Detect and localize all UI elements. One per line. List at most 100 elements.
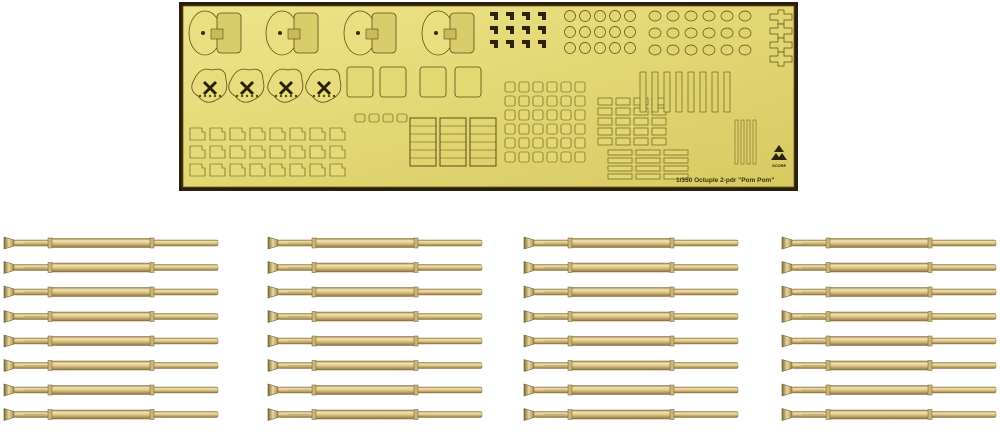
- small-part: [329, 127, 346, 141]
- strip-part: [635, 165, 661, 172]
- small-part: [560, 81, 572, 93]
- small-part: [574, 95, 586, 107]
- oval-part: [738, 10, 752, 22]
- brand-logo: SCORE: [771, 145, 787, 168]
- barrel-group: [781, 236, 997, 421]
- strip-part: [663, 149, 689, 156]
- small-part: [615, 127, 631, 136]
- small-part: [289, 127, 306, 141]
- clip-part: [538, 12, 546, 20]
- gun-barrel: [781, 236, 997, 250]
- small-part: [615, 117, 631, 126]
- gun-barrels: [3, 236, 997, 421]
- small-part: [504, 81, 516, 93]
- oval-part: [666, 27, 680, 39]
- small-part: [209, 163, 226, 177]
- small-part: [269, 127, 286, 141]
- small-part: [269, 163, 286, 177]
- panel-part: [419, 66, 447, 98]
- small-part: [309, 145, 326, 159]
- small-part: [532, 95, 544, 107]
- small-part: [518, 81, 530, 93]
- small-part: [249, 163, 266, 177]
- small-part: [504, 137, 516, 149]
- small-part: [504, 123, 516, 135]
- gun-barrel: [523, 359, 739, 372]
- small-part: [189, 145, 206, 159]
- gun-barrel: [781, 408, 997, 421]
- oval-part: [720, 10, 734, 22]
- gun-barrel: [267, 310, 483, 323]
- small-part: [546, 151, 558, 163]
- frame-part: [409, 117, 437, 167]
- strip-part: [607, 149, 633, 156]
- oval-part: [648, 10, 662, 22]
- small-part: [189, 163, 206, 177]
- oval-part: [666, 44, 680, 56]
- oval-part: [738, 27, 752, 39]
- gun-barrel: [523, 261, 739, 274]
- small-part: [249, 127, 266, 141]
- oval-part: [702, 44, 716, 56]
- sheet-label: 1/350 Octuple 2-pdr "Pom Pom": [676, 177, 774, 184]
- small-part: [504, 151, 516, 163]
- clip-part: [522, 26, 530, 34]
- small-part: [546, 109, 558, 121]
- round-part: [609, 10, 621, 22]
- oval-part: [684, 10, 698, 22]
- strip-part: [607, 173, 633, 180]
- small-part: [518, 151, 530, 163]
- gun-barrel: [781, 285, 997, 299]
- small-part: [518, 109, 530, 121]
- clip-part: [506, 12, 514, 20]
- round-part: [624, 42, 636, 54]
- gun-barrel: [781, 334, 997, 348]
- gun-barrel: [781, 359, 997, 372]
- oval-part: [720, 44, 734, 56]
- small-part: [615, 107, 631, 116]
- small-part: [189, 127, 206, 141]
- small-part: [309, 163, 326, 177]
- panel-part: [454, 66, 482, 98]
- strip-part: [635, 173, 661, 180]
- rod-part: [740, 119, 745, 165]
- small-part: [289, 145, 306, 159]
- small-part: [329, 145, 346, 159]
- clip-part: [506, 26, 514, 34]
- barrel-group: [523, 236, 739, 421]
- gun-barrel: [267, 408, 483, 421]
- panel-part: [346, 66, 374, 98]
- round-part: [594, 26, 606, 38]
- small-part: [532, 137, 544, 149]
- strip-part: [635, 157, 661, 164]
- small-part: [597, 137, 613, 146]
- small-part: [504, 95, 516, 107]
- small-part: [651, 127, 667, 136]
- small-part: [354, 113, 366, 123]
- strip-part: [663, 157, 689, 164]
- clip-part: [522, 40, 530, 48]
- panel-part: [379, 66, 407, 98]
- small-part: [574, 109, 586, 121]
- gun-barrel: [523, 383, 739, 397]
- strip-part: [663, 165, 689, 172]
- flower-part: [305, 68, 342, 103]
- small-part: [560, 123, 572, 135]
- small-part: [309, 127, 326, 141]
- strip-part: [607, 165, 633, 172]
- small-part: [368, 113, 380, 123]
- small-part: [560, 137, 572, 149]
- small-part: [597, 107, 613, 116]
- photo-etch-sheet: 1/350 Octuple 2-pdr "Pom Pom" SCORE: [179, 2, 798, 191]
- small-part: [560, 151, 572, 163]
- strip-part: [663, 173, 689, 180]
- gun-barrel: [523, 310, 739, 323]
- small-part: [532, 81, 544, 93]
- small-part: [518, 95, 530, 107]
- small-part: [633, 127, 649, 136]
- rod-part: [651, 71, 659, 113]
- small-part: [546, 137, 558, 149]
- gun-barrel: [523, 236, 739, 250]
- rod-part: [723, 71, 731, 113]
